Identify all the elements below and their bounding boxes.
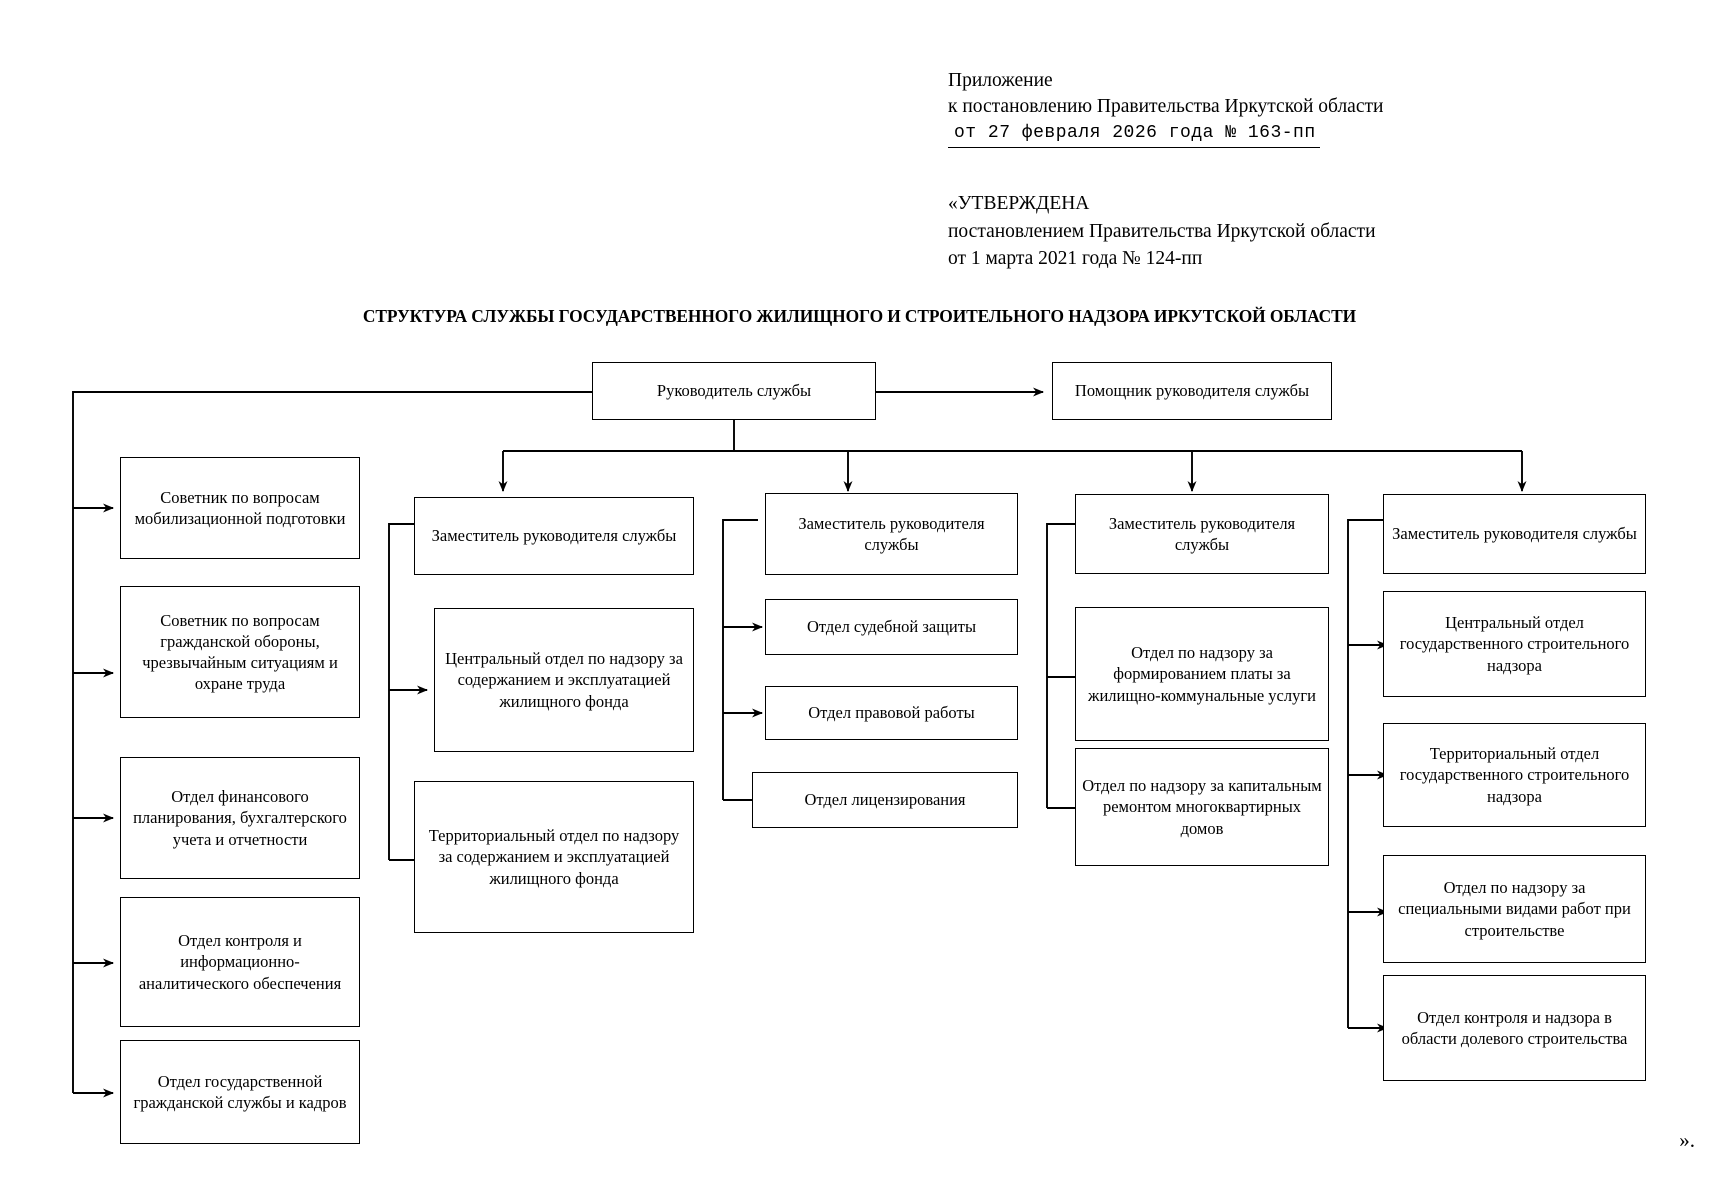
approved-label: «УТВЕРЖДЕНА <box>948 193 1090 214</box>
appendix-label: Приложение <box>948 70 1053 91</box>
node-label: Территориальный отдел по надзору за соде… <box>428 826 680 888</box>
node-assistant-to-head[interactable]: Помощник руководителя службы <box>1052 362 1332 420</box>
node-label: Отдел контроля и надзора в области долев… <box>1401 1007 1628 1048</box>
node-dept-utility-payment-supervision[interactable]: Отдел по надзору за формированием платы … <box>1075 607 1329 741</box>
node-deputy-head-4[interactable]: Заместитель руководителя службы <box>1383 494 1646 574</box>
approval-header: «УТВЕРЖДЕНА постановлением Правительства… <box>948 190 1568 273</box>
node-label: Отдел по надзору за формированием платы … <box>1088 643 1316 705</box>
node-dept-judicial-defence[interactable]: Отдел судебной защиты <box>765 599 1018 655</box>
node-dept-territorial-construction-supervision[interactable]: Территориальный отдел государственного с… <box>1383 723 1646 827</box>
node-dept-control-information[interactable]: Отдел контроля и информационно-аналитиче… <box>120 897 360 1027</box>
node-advisor-civil-defence[interactable]: Советник по вопросам гражданской обороны… <box>120 586 360 718</box>
node-label: Отдел судебной защиты <box>806 617 977 637</box>
node-label: Отдел финансового планирования, бухгалте… <box>133 787 347 849</box>
node-label: Заместитель руководителя службы <box>431 526 677 546</box>
node-label: Отдел государственной гражданской службы… <box>133 1071 347 1112</box>
node-dept-central-housing-supervision[interactable]: Центральный отдел по надзору за содержан… <box>434 608 694 752</box>
node-label: Советник по вопросам мобилизационной под… <box>134 487 346 528</box>
node-label: Заместитель руководителя службы <box>798 513 985 554</box>
node-label: Заместитель руководителя службы <box>1108 513 1296 554</box>
node-dept-capital-repair-supervision[interactable]: Отдел по надзору за капитальным ремонтом… <box>1075 748 1329 866</box>
node-label: Территориальный отдел государственного с… <box>1399 744 1630 806</box>
decree-number-underlined: от 27 февраля 2026 года № 163-пп <box>948 122 1320 149</box>
node-label: Помощник руководителя службы <box>1074 381 1310 401</box>
node-deputy-head-1[interactable]: Заместитель руководителя службы <box>414 497 694 575</box>
node-dept-special-works-supervision[interactable]: Отдел по надзору за специальными видами … <box>1383 855 1646 963</box>
node-deputy-head-2[interactable]: Заместитель руководителя службы <box>765 493 1018 575</box>
node-label: Заместитель руководителя службы <box>1392 524 1637 544</box>
node-head-of-service[interactable]: Руководитель службы <box>592 362 876 420</box>
node-label: Отдел лицензирования <box>804 790 966 810</box>
node-label: Отдел правовой работы <box>808 703 975 723</box>
page-title: СТРУКТУРА СЛУЖБЫ ГОСУДАРСТВЕННОГО ЖИЛИЩН… <box>362 306 1357 326</box>
node-label: Отдел по надзору за капитальным ремонтом… <box>1082 776 1322 838</box>
node-dept-civil-service-personnel[interactable]: Отдел государственной гражданской службы… <box>120 1040 360 1144</box>
node-label: Отдел по надзору за специальными видами … <box>1398 878 1631 940</box>
node-dept-central-construction-supervision[interactable]: Центральный отдел государственного строи… <box>1383 591 1646 697</box>
node-dept-legal-work[interactable]: Отдел правовой работы <box>765 686 1018 740</box>
node-label: Центральный отдел государственного строи… <box>1399 613 1630 675</box>
appendix-header: Приложение к постановлению Правительства… <box>948 68 1568 149</box>
node-dept-shared-construction-control[interactable]: Отдел контроля и надзора в области долев… <box>1383 975 1646 1081</box>
approved-decree: от 1 марта 2021 года № 124-пп <box>948 248 1203 270</box>
node-dept-territorial-housing-supervision[interactable]: Территориальный отдел по надзору за соде… <box>414 781 694 933</box>
appendix-reference: к постановлению Правительства Иркутской … <box>948 95 1384 117</box>
node-dept-licensing[interactable]: Отдел лицензирования <box>752 772 1018 828</box>
node-label: Руководитель службы <box>656 381 812 401</box>
closing-quotation-mark: ». <box>1679 1128 1695 1152</box>
node-label: Отдел контроля и информационно-аналитиче… <box>138 931 342 993</box>
approved-authority: постановлением Правительства Иркутской о… <box>948 220 1376 242</box>
node-label: Центральный отдел по надзору за содержан… <box>445 649 683 711</box>
node-label: Советник по вопросам гражданской обороны… <box>142 610 338 694</box>
node-deputy-head-3[interactable]: Заместитель руководителя службы <box>1075 494 1329 574</box>
node-advisor-mobilization[interactable]: Советник по вопросам мобилизационной под… <box>120 457 360 559</box>
node-dept-finance-accounting[interactable]: Отдел финансового планирования, бухгалте… <box>120 757 360 879</box>
